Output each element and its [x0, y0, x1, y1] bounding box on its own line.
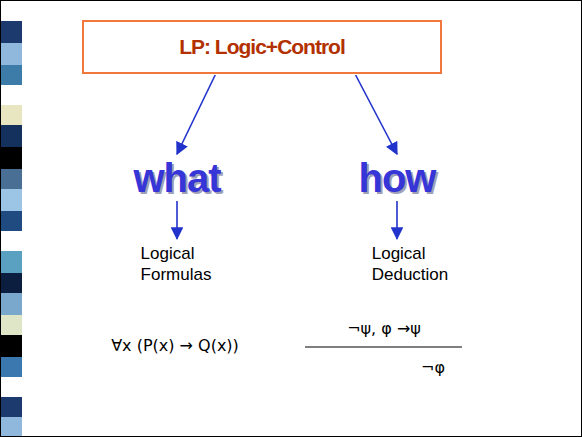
concept-text: Logical Deduction — [370, 241, 451, 288]
arrow-connector — [176, 201, 178, 239]
formula-text: ¬φ — [421, 358, 445, 377]
title-box: LP: Logic+Control — [82, 20, 442, 74]
formula-text: ¬ψ, φ →ψ — [347, 319, 421, 338]
node-text: what — [129, 156, 224, 200]
question-word: what — [129, 156, 224, 200]
formula-text: ∀x (P(x) → Q(x)) — [111, 336, 239, 355]
arrow-connector — [396, 201, 398, 239]
node-text: LP: Logic+Control — [179, 35, 345, 59]
node-text: Logical Formulas — [139, 241, 214, 288]
arrow-connector — [177, 75, 215, 154]
node-text: how — [355, 156, 440, 200]
question-word: how — [355, 156, 440, 200]
side-stripe — [1, 1, 22, 436]
concept-text: Logical Formulas — [139, 241, 214, 288]
inference-bar — [305, 346, 462, 347]
arrow-connector — [356, 75, 397, 154]
node-text: Logical Deduction — [370, 241, 451, 288]
